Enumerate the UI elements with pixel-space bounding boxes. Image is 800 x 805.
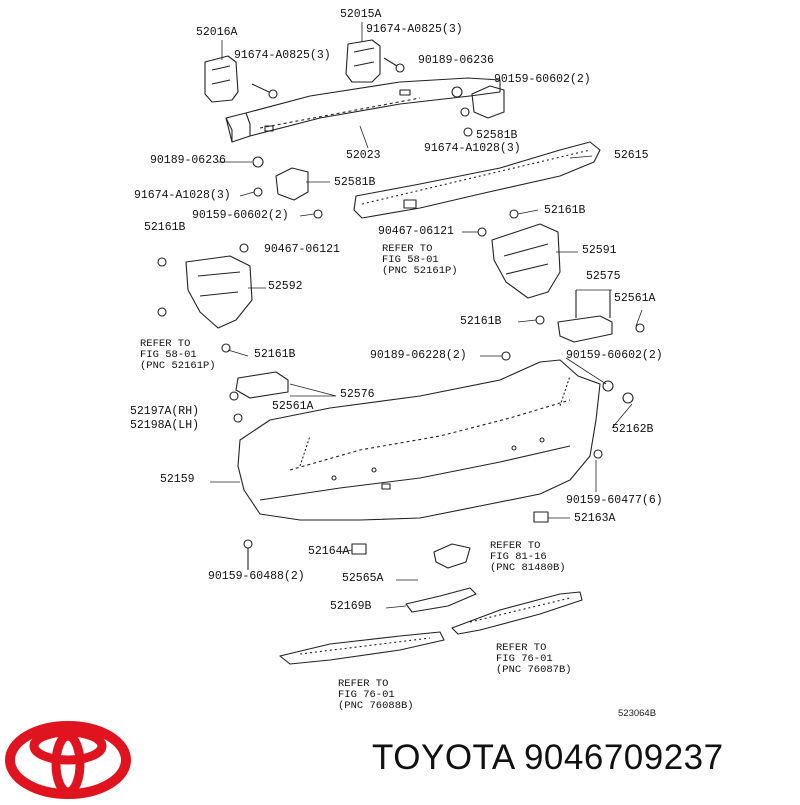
label-90159-60602-right: 90159-60602(2) xyxy=(566,349,663,362)
label-52164a: 52164A xyxy=(308,545,350,558)
label-52197a: 52197A(RH) xyxy=(130,405,200,418)
reflector-81480b xyxy=(433,543,471,569)
label-90189-06236-left: 90189-06236 xyxy=(150,154,226,167)
label-52561a-right: 52561A xyxy=(614,292,656,305)
label-91674-a1028-left: 91674-A1028(3) xyxy=(134,189,231,202)
spacer-52581b-left xyxy=(275,167,309,201)
brand-part-number: TOYOTA 9046709237 xyxy=(372,738,724,777)
label-90159-60602-top: 90159-60602(2) xyxy=(494,73,591,86)
label-52575: 52575 xyxy=(586,270,621,283)
label-90467-06121-left: 90467-06121 xyxy=(264,243,340,256)
label-52023: 52023 xyxy=(346,149,381,162)
retainer-52592 xyxy=(185,255,253,329)
label-90159-60488: 90159-60488(2) xyxy=(208,570,305,583)
figure-code: 523064B xyxy=(618,708,657,719)
label-52581b-left: 52581B xyxy=(334,176,376,189)
bolt-top-left xyxy=(251,83,278,99)
label-52592: 52592 xyxy=(268,280,303,293)
label-90189-06228: 90189-06228(2) xyxy=(370,349,467,362)
energy-absorber xyxy=(353,141,601,219)
label-52565a: 52565A xyxy=(342,572,384,585)
label-52161b-right-mid: 52161B xyxy=(460,315,502,328)
label-90159-60477: 90159-60477(6) xyxy=(566,494,663,507)
spacer-52581b-top xyxy=(471,85,505,119)
label-52016a: 52016A xyxy=(196,26,238,39)
bracket-52016a xyxy=(204,55,239,103)
label-52169b: 52169B xyxy=(330,600,372,613)
bumper-cover xyxy=(237,359,601,521)
label-52015a: 52015A xyxy=(340,8,382,21)
bracket-52576 xyxy=(235,371,289,399)
label-52561a-left: 52561A xyxy=(272,400,314,413)
label-52161b-left-low: 52161B xyxy=(254,348,296,361)
label-91674-a0825-right: 91674-A0825(3) xyxy=(366,23,463,36)
label-52161b-right-top: 52161B xyxy=(544,204,586,217)
label-52159: 52159 xyxy=(160,473,195,486)
nut-90189-left xyxy=(252,156,264,168)
spoiler-76088b xyxy=(279,631,445,665)
label-91674-a1028-right: 91674-A1028(3) xyxy=(424,142,521,155)
cover-52163a xyxy=(533,511,549,523)
label-52581b-top: 52581B xyxy=(476,129,518,142)
retainer-52169b xyxy=(405,587,477,613)
retainer-52591 xyxy=(491,223,561,299)
bracket-52575 xyxy=(557,315,613,343)
label-52615: 52615 xyxy=(614,149,649,162)
bracket-52015a xyxy=(345,39,381,83)
label-90189-06236-top: 90189-06236 xyxy=(418,54,494,67)
nut-90189-top xyxy=(451,86,463,98)
label-52163a: 52163A xyxy=(574,512,616,525)
label-90159-60602-left: 90159-60602(2) xyxy=(192,209,289,222)
spoiler-76087b xyxy=(451,591,583,635)
label-91674-a0825-left: 91674-A0825(3) xyxy=(234,49,331,62)
label-52591: 52591 xyxy=(582,244,617,257)
label-52162b: 52162B xyxy=(612,423,654,436)
toyota-logo-icon xyxy=(4,720,132,805)
label-52161b-left: 52161B xyxy=(144,221,186,234)
label-52576: 52576 xyxy=(340,388,375,401)
bolt-top-right xyxy=(383,57,405,73)
cover-52164a xyxy=(351,543,367,555)
label-52198a: 52198A(LH) xyxy=(130,419,200,432)
label-90467-06121-right: 90467-06121 xyxy=(378,225,454,238)
